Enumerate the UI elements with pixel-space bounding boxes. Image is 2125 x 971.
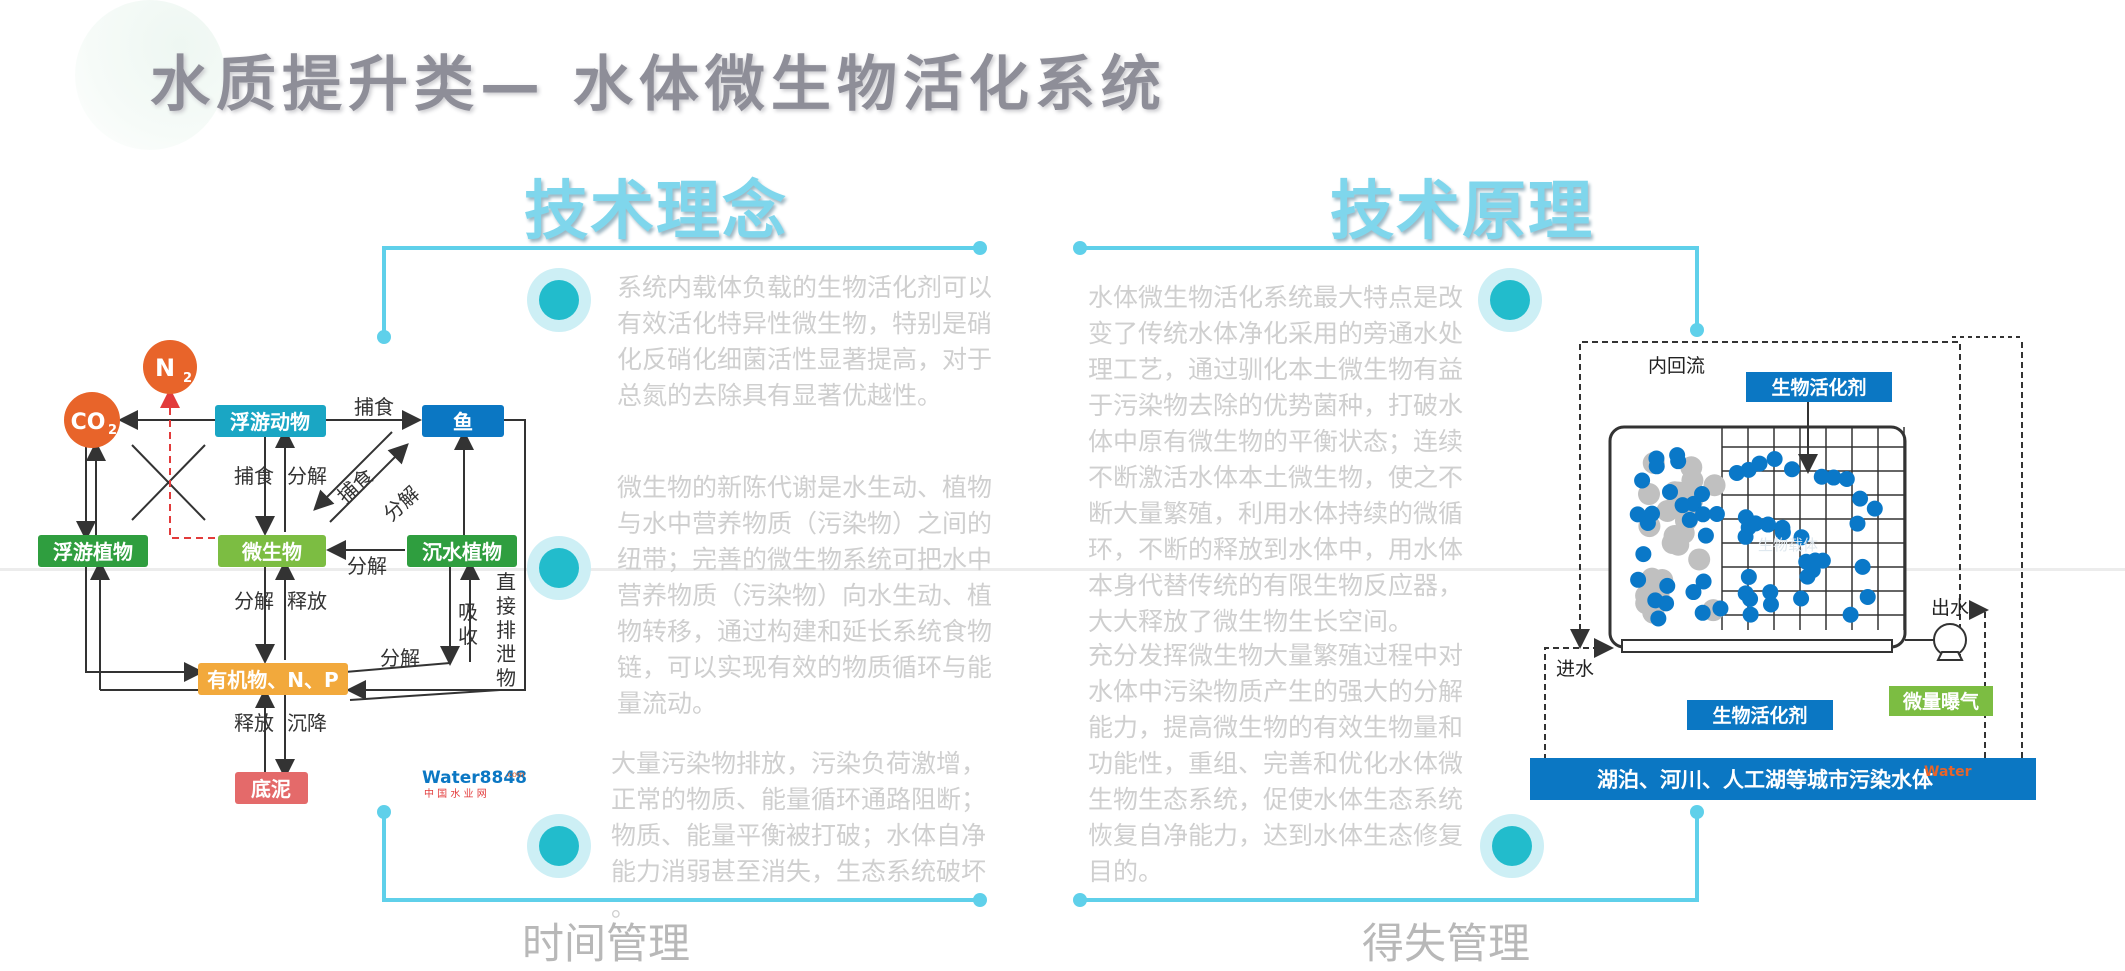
label-decompose-mid: 分解 bbox=[347, 554, 387, 578]
submerged-plant-label: 沉水植物 bbox=[422, 540, 502, 564]
system-logo-text: Water bbox=[1924, 764, 1972, 780]
water8848-logo: Water8848 .com 中 国 水 业 网 bbox=[422, 768, 527, 800]
label-prey-top: 捕食 bbox=[354, 395, 394, 419]
bio-agent-bottom-label: 生物活化剂 bbox=[1712, 704, 1807, 727]
ecological-cycle-diagram: N 2 CO 2 浮游动物 鱼 浮游植物 微生物 沉水植物 有机物、N、P 底泥… bbox=[38, 340, 527, 804]
label-decompose-low-right: 分解 bbox=[380, 646, 420, 670]
right-footer: 得失管理 bbox=[1362, 919, 1531, 968]
bio-agent-top-box bbox=[1746, 372, 1892, 402]
logo-sub-text: 中 国 水 业 网 bbox=[424, 787, 487, 800]
left-bottom-bracket bbox=[382, 812, 980, 902]
right-marker-1 bbox=[1478, 268, 1542, 332]
aeration-channel bbox=[1621, 639, 1893, 653]
right-heading: 技术原理 bbox=[1330, 175, 1594, 249]
organic-matter-label: 有机物、N、P bbox=[207, 668, 338, 692]
right-bottom-bracket bbox=[1080, 812, 1699, 902]
bio-agent-top-label: 生物活化剂 bbox=[1771, 376, 1866, 399]
label-prey-left-1: 捕食 bbox=[234, 464, 274, 488]
sediment-label: 底泥 bbox=[251, 777, 291, 801]
left-marker-3 bbox=[527, 814, 591, 878]
left-marker-1 bbox=[527, 268, 591, 332]
co2-node: CO 2 bbox=[64, 392, 120, 448]
sediment-box bbox=[235, 772, 308, 804]
left-paragraph-1: 系统内载体负载的生物活化剂可以有效活化特异性微生物，特别是硝化反硝化细菌活性显著… bbox=[617, 273, 993, 410]
internal-reflux-label: 内回流 bbox=[1648, 355, 1705, 377]
phytoplankton-box bbox=[38, 535, 148, 567]
logo-com-text: .com bbox=[505, 770, 525, 779]
carrier-label: 生物载体 bbox=[1758, 536, 1818, 554]
aeration-label: 微量曝气 bbox=[1902, 690, 1979, 713]
logo-main-text: Water8848 bbox=[422, 768, 527, 788]
fish-box bbox=[422, 405, 504, 437]
label-decompose-left-1: 分解 bbox=[287, 464, 327, 488]
phytoplankton-label: 浮游植物 bbox=[53, 540, 133, 564]
left-heading: 技术理念 bbox=[524, 175, 788, 249]
label-decompose-low-left: 分解 bbox=[234, 589, 274, 613]
n2-node: N 2 bbox=[143, 340, 197, 394]
fish-label: 鱼 bbox=[453, 410, 473, 434]
label-prey-diagonal: 捕食 bbox=[332, 464, 378, 509]
label-absorb: 吸收 bbox=[458, 600, 478, 648]
water-body-banner-label: 湖泊、河川、人工湖等城市污染水体 bbox=[1597, 768, 1934, 792]
bio-agent-bottom-box bbox=[1687, 700, 1833, 730]
organic-matter-box bbox=[198, 663, 348, 695]
microbe-particles bbox=[1629, 447, 1883, 627]
n2-subscript: 2 bbox=[183, 371, 192, 386]
title-decoration-circle bbox=[75, 0, 225, 150]
left-footer: 时间管理 bbox=[522, 919, 691, 968]
microbe-box bbox=[218, 535, 326, 567]
co2-label: CO bbox=[71, 410, 106, 435]
outlet-label: 出水 bbox=[1931, 597, 1969, 619]
microbe-label: 微生物 bbox=[241, 540, 302, 564]
zooplankton-label: 浮游动物 bbox=[230, 410, 310, 434]
submerged-plant-box bbox=[407, 535, 517, 567]
activation-system-diagram: 内回流 生物活化剂 出水 进水 生物活化剂 微量曝气 生物载体 湖泊、河川、人工… bbox=[1530, 336, 2036, 800]
zooplankton-box bbox=[215, 405, 326, 437]
left-paragraph-3: 大量污染物排放，污染负荷激增，正常的物质、能量循环通路阻断；物质、能量平衡被打破… bbox=[611, 749, 987, 922]
aeration-box bbox=[1889, 686, 1993, 716]
right-marker-2 bbox=[1480, 814, 1544, 878]
slide-title: 水质提升类— 水体微生物活化系统 bbox=[150, 50, 1167, 120]
center-divider-line bbox=[0, 568, 2125, 571]
co2-subscript: 2 bbox=[108, 423, 117, 438]
label-direct-excretion: 直接排泄物 bbox=[496, 570, 516, 690]
label-decompose-diagonal: 分解 bbox=[378, 481, 424, 526]
label-settle: 沉降 bbox=[287, 711, 327, 735]
right-top-bracket bbox=[1080, 246, 1699, 330]
right-paragraph-2: 充分发挥微生物大量繁殖过程中对水体中污染物质产生的强大的分解能力，提高微生物的有… bbox=[1088, 641, 1464, 886]
inlet-label: 进水 bbox=[1556, 658, 1594, 680]
left-paragraph-2: 微生物的新陈代谢是水生动、植物与水中营养物质（污染物）之间的纽带；完善的微生物系… bbox=[617, 473, 993, 718]
left-top-bracket bbox=[382, 246, 980, 337]
label-release-left: 释放 bbox=[287, 589, 327, 613]
n2-label: N bbox=[155, 354, 175, 382]
water-body-banner bbox=[1530, 758, 2036, 800]
left-marker-2 bbox=[527, 536, 591, 600]
right-paragraph-1: 水体微生物活化系统最大特点是改变了传统水体净化采用的旁通水处理工艺，通过驯化本土… bbox=[1088, 283, 1464, 636]
inlet-path bbox=[1544, 638, 1614, 760]
label-release-bottom: 释放 bbox=[234, 711, 274, 735]
